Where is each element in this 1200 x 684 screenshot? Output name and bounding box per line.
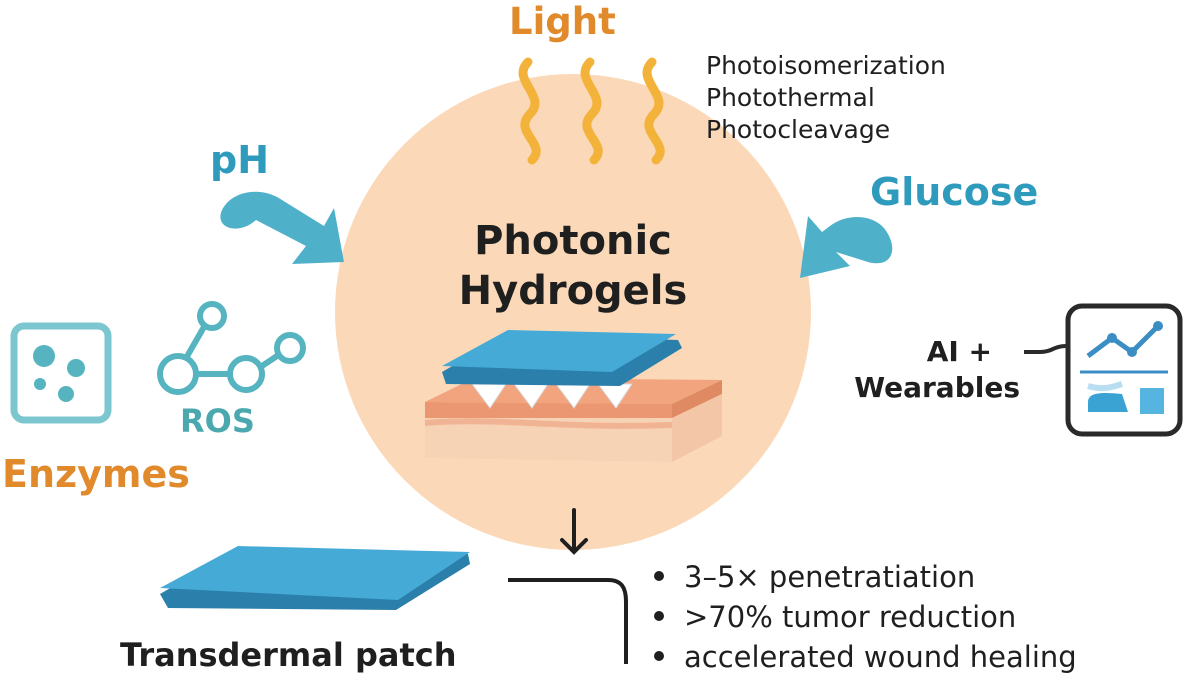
enzyme-box-icon: [10, 322, 112, 424]
ph-arrow-icon: [220, 191, 344, 264]
bullet-icon: [654, 651, 664, 661]
center-title: Photonic Hydrogels: [408, 216, 738, 316]
ai-line1: AI +: [926, 335, 992, 368]
ros-label: ROS: [180, 402, 255, 440]
center-title-line2: Hydrogels: [458, 268, 688, 314]
mechanism-photothermal: Photothermal: [706, 83, 875, 112]
ros-molecule-icon: [157, 301, 306, 395]
mechanism-photocleavage: Photocleavage: [706, 115, 891, 144]
ai-connector-line: [1024, 344, 1067, 354]
bullet-icon: [654, 571, 664, 581]
transdermal-patch-label: Transdermal patch: [120, 636, 457, 674]
ai-line2: Wearables: [854, 371, 1020, 404]
light-waves-icon: [518, 57, 665, 165]
bullet-icon: [654, 611, 664, 621]
hydrogel-patch-icon: [442, 330, 682, 386]
glucose-label: Glucose: [870, 170, 1039, 214]
light-label: Light: [509, 0, 616, 43]
center-title-line1: Photonic: [474, 218, 672, 264]
ph-label: pH: [210, 138, 270, 182]
outcomes-bracket-line: [508, 578, 628, 664]
outcome-item: 3–5× penetratiation: [654, 560, 975, 594]
enzymes-label: Enzymes: [2, 452, 190, 496]
outcome-item: >70% tumor reduction: [654, 600, 1016, 634]
transdermal-patch-icon: [160, 546, 470, 610]
mechanism-photoisomerization: Photoisomerization: [706, 51, 946, 80]
ai-wearables-label: AI + Wearables: [838, 334, 1020, 406]
glucose-arrow-icon: [800, 216, 893, 278]
down-arrow-icon: [560, 508, 588, 555]
outcome-item: accelerated wound healing: [654, 640, 1077, 674]
light-mechanisms-list: Photoisomerization Photothermal Photocle…: [706, 50, 946, 146]
phone-icon: [1065, 303, 1183, 437]
